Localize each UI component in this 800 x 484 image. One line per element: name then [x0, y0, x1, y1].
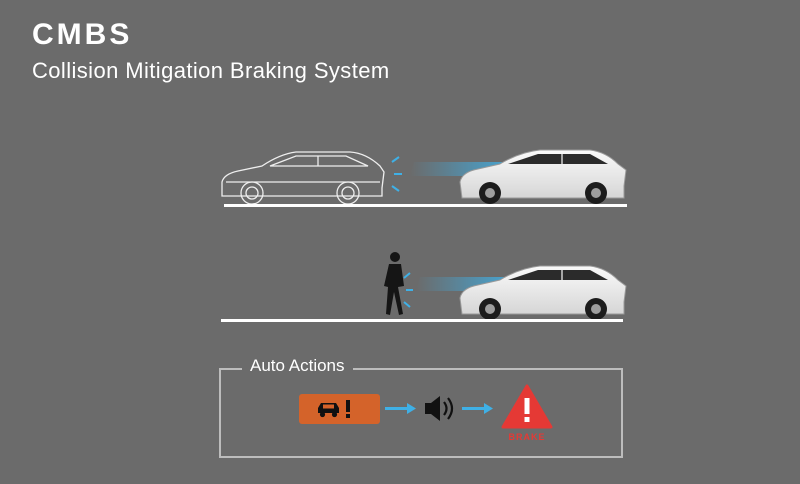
brake-warning-icon	[501, 384, 553, 429]
arrow-right-icon	[462, 403, 493, 414]
radar-reflection-icon	[403, 272, 413, 308]
brake-label: BRAKE	[508, 432, 546, 442]
page-title: CMBS	[32, 18, 133, 51]
road-line-1	[224, 204, 627, 207]
radar-reflection-icon	[391, 156, 402, 192]
auto-actions-label: Auto Actions	[242, 356, 353, 376]
arrow-right-icon	[385, 403, 416, 414]
road-line-2	[221, 319, 623, 322]
page-subtitle: Collision Mitigation Braking System	[32, 58, 390, 83]
own-car-1	[459, 149, 627, 204]
pedestrian-icon	[384, 252, 404, 315]
auto-actions-panel	[219, 368, 623, 458]
car-warning-icon	[299, 394, 380, 424]
own-car-2	[459, 265, 627, 320]
speaker-icon	[425, 396, 454, 421]
car-warning-glyph	[318, 400, 350, 418]
